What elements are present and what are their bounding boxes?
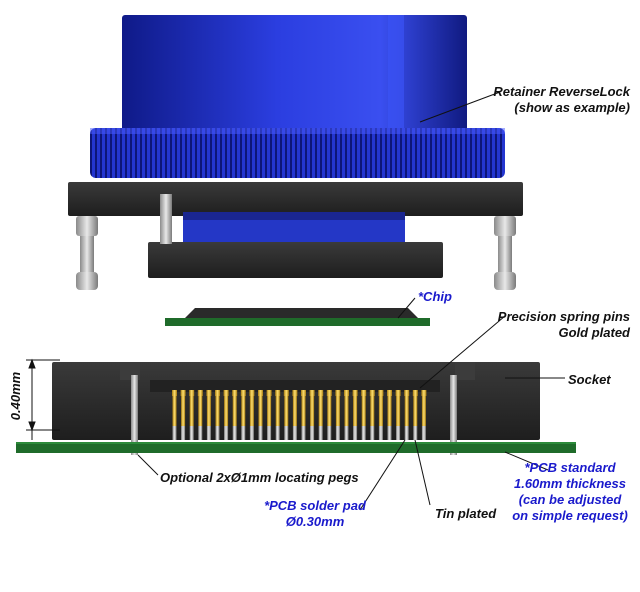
label-solder-pad: *PCB solder pad Ø0.30mm (255, 498, 375, 530)
spring-pin (197, 390, 203, 440)
spring-pin (318, 390, 324, 440)
spring-pin (232, 390, 238, 440)
label-spring-pins: Precision spring pins Gold plated (455, 309, 630, 341)
label-retainer: Retainer ReverseLock (show as example) (455, 84, 630, 116)
leader-retainer (419, 91, 501, 123)
leader-pegs (137, 454, 159, 476)
label-pcb-standard-line4: on simple request) (512, 508, 628, 523)
label-spring-line1: Precision spring pins (497, 309, 630, 324)
spring-pin (223, 390, 229, 440)
spring-pin (301, 390, 306, 440)
spring-pin (369, 390, 375, 440)
label-pcb-standard-line3: (can be adjusted (518, 492, 622, 507)
spring-pin (283, 390, 289, 440)
label-dimension: 0.40mm (8, 371, 24, 421)
label-chip: *Chip (418, 289, 452, 304)
pcb-board (16, 442, 576, 453)
spring-pin (258, 390, 263, 440)
spring-pin (335, 390, 341, 440)
leader-chip (397, 297, 416, 319)
spring-pin (249, 390, 255, 440)
dimension-marker (26, 358, 60, 440)
label-locating-pegs: Optional 2xØ1mm locating pegs (160, 470, 359, 485)
screw-right (494, 216, 516, 290)
spring-pin (404, 390, 410, 440)
leader-tin (414, 439, 431, 506)
label-solder-pad-line1: *PCB solder pad (264, 498, 366, 513)
locating-peg-left (131, 375, 138, 455)
spring-pin (266, 390, 272, 440)
spring-pin (215, 390, 220, 440)
spring-pin (326, 390, 332, 440)
spring-pin (421, 390, 427, 440)
spring-pin (292, 390, 298, 440)
spring-pin (387, 390, 392, 440)
spring-pin (180, 390, 186, 440)
label-socket: Socket (568, 372, 611, 387)
screw-left (76, 216, 98, 290)
label-tin-plated: Tin plated (435, 506, 497, 521)
spring-pin (395, 390, 401, 440)
spring-pin (344, 390, 349, 440)
label-pcb-standard-line2: 1.60mm thickness (513, 476, 626, 491)
retainer-frame (68, 182, 523, 278)
leader-solder-pad (359, 439, 406, 511)
leader-spring-pins (419, 315, 506, 389)
locating-peg-right (450, 375, 457, 455)
spring-pin (240, 390, 246, 440)
spring-pin (378, 390, 384, 440)
spring-pins (172, 390, 427, 440)
spring-pin (412, 390, 418, 440)
label-retainer-line1: Retainer ReverseLock (493, 84, 630, 99)
spring-pin (275, 390, 281, 440)
leader-pcb (504, 451, 549, 471)
label-retainer-line2: (show as example) (514, 100, 630, 115)
label-pcb-standard-line1: *PCB standard (524, 460, 616, 475)
label-pcb-standard: *PCB standard 1.60mm thickness (can be a… (500, 460, 640, 524)
retainer-reverselock (90, 15, 505, 178)
chip (165, 308, 430, 326)
leader-lines (137, 91, 565, 511)
spring-pin (361, 390, 367, 440)
label-spring-line2: Gold plated (558, 325, 631, 340)
spring-pin (352, 390, 358, 440)
spring-pin (206, 390, 212, 440)
spring-pin (189, 390, 195, 440)
label-solder-pad-line2: Ø0.30mm (285, 514, 345, 529)
spring-pin (309, 390, 315, 440)
spring-pin (172, 390, 177, 440)
